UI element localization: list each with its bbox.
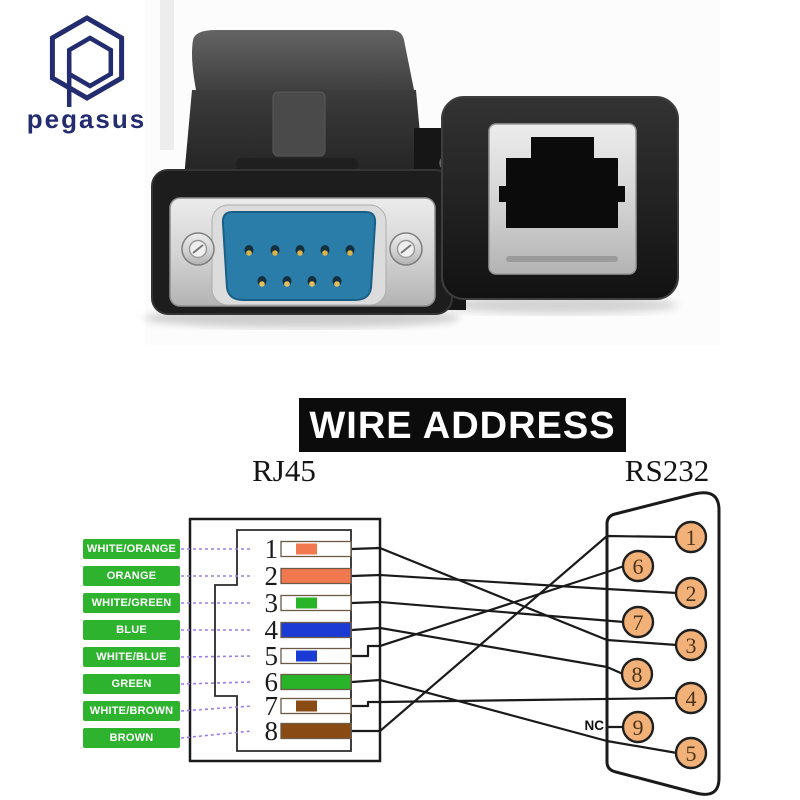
rj45-pin-number: 4 [265,615,279,645]
wire-bar [280,722,352,740]
logo-outer-hexagon [49,15,124,101]
dashed-leader [180,705,253,712]
db9-pin-number: 6 [633,554,644,579]
rj45-adapter-photo [441,96,679,300]
db9-pin-circle [674,736,708,770]
rj45-wire-bars [280,540,352,740]
rj45-pin-number: 6 [265,667,279,697]
db9-pin-circle [621,605,655,639]
rj45-pin-number: 2 [265,561,279,591]
wire-stripe-block [296,650,317,662]
wire-color-label-6: GREEN [83,674,180,694]
pegasus-hexagon-icon [49,15,124,107]
rj45-pin-number: 5 [265,641,279,671]
db9-pin-number: 7 [633,610,644,635]
wire-stripe-block [296,597,317,609]
db9-pin-circles: 1 2 3 4 5 6 7 8 9 [620,520,708,770]
connection-line-rj45-8-db9-1 [352,534,678,733]
wire-color-label-4: BLUE [83,620,180,640]
photo-backdrop-streak [160,0,174,150]
connection-lines [351,534,678,755]
dashed-leader [180,681,253,685]
wire-color-label-1: WHITE/ORANGE [83,539,180,559]
connection-line-rj45-4-db9-8 [351,626,624,676]
wire-stripe-block [296,543,317,555]
db9-pin-number: 3 [686,633,697,658]
connection-line-rj45-7-db9-4 [352,696,678,708]
db9-pin-circle [674,576,708,610]
db9-pin-number: 8 [632,662,643,687]
db9-screw-right [389,232,423,266]
wire-bar [280,673,352,691]
rj45-latch-tab [272,91,326,157]
db9-pin-circle [674,681,708,715]
rj45-pin-number: 7 [265,691,279,721]
rj45-pin-number: 1 [265,534,279,564]
wire-color-label-5: WHITE/BLUE [83,647,180,667]
rj45-plate-slot [506,256,618,262]
db9-pins-bottom-gold [259,281,340,287]
dashed-leader [180,730,253,739]
rj45-title: RJ45 [252,453,316,488]
rj45-jack-profile [214,529,352,752]
db9-pin-number: 5 [686,741,697,766]
product-photo [144,0,720,345]
connection-line-rj45-1-db9-3 [351,546,678,647]
wire-color-label-2: ORANGE [83,566,180,586]
rj45-outer-box [188,517,382,763]
rj45-pin-number: 3 [265,588,279,618]
wire-color-label-8: BROWN [83,728,180,748]
brand-name: pegasus [26,104,147,134]
dashed-leader-lines [180,548,253,739]
brand-logo: pegasus [14,10,159,135]
rj45-socket-notch-left [499,186,507,202]
db9-pin-circle [674,628,708,662]
rs232-title: RS232 [624,453,710,488]
banner-title: WIRE ADDRESS [299,398,626,452]
connection-line-rj45-5-db9-6 [352,564,625,658]
connection-line-rj45-3-db9-7 [351,600,625,624]
db9-pin-number: 1 [686,525,697,550]
logo-inner-hexagon [66,35,113,89]
db9-pin-circle [620,657,654,691]
dashed-leader [180,655,253,658]
rj45-pin-number: 8 [265,716,279,746]
db9-pin-circle [674,520,708,554]
db9-pins-top-gold [246,250,353,256]
connection-line-rj45-2-db9-2 [351,573,678,595]
db9-pin-circle [621,549,655,583]
nc-label: NC [584,718,605,733]
housing-groove [236,158,358,171]
db9-adapter-photo [151,30,466,315]
db9-pin-circle [621,710,655,744]
wire-bar [280,567,352,585]
rj45-socket-opening [506,137,618,228]
db9-pin-number: 4 [686,686,697,711]
connection-line-rj45-6-db9-5 [351,678,678,755]
wire-stripe-block [296,700,317,712]
db9-adapter-rear-top [192,30,414,90]
right-adapter-shadow [442,296,678,314]
db9-screw-left [181,232,215,266]
db9-pin-number: 9 [633,715,644,740]
db9-pin-number: 2 [686,581,697,606]
wire-color-label-7: WHITE/BROWN [83,701,180,721]
rj45-socket-notch-right [617,186,625,202]
wire-bar [280,621,352,639]
wire-color-label-3: WHITE/GREEN [83,593,180,613]
